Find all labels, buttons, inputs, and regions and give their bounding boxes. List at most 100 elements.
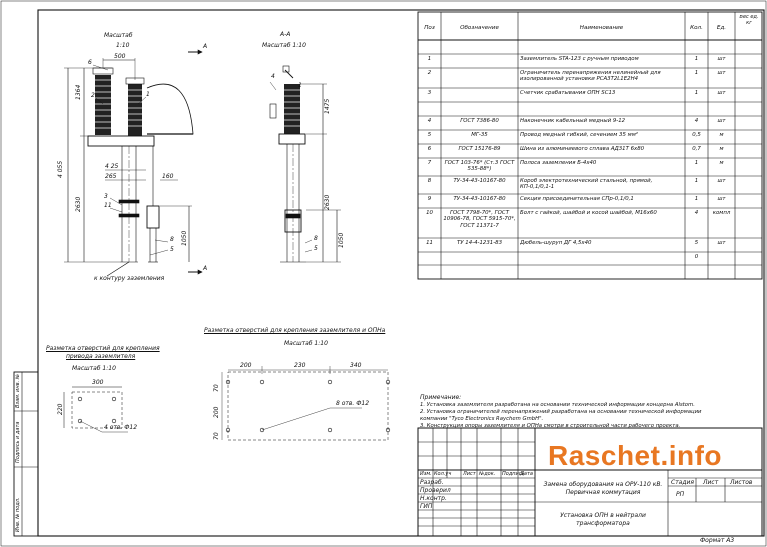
spec-header-name: Наименование [579,25,624,31]
spec-header-pos: Поз [424,25,435,31]
pos-11: 11 [104,202,112,209]
detail-left-height: 220 [57,403,64,415]
spec-cell-name: Болт с гайкой, шайбой и косой шайбой, М1… [520,210,657,216]
spec-header-code: Обозначение [460,25,499,31]
spec-cell-code: ГОСТ 103-76* (Ст.3 ГОСТ 535-88*) [444,160,515,173]
spec-cell-qty: 0 [694,254,699,260]
detail-right-h70b: 70 [213,432,220,440]
spec-cell-name: Наконечник кабельный медный 9-12 [520,118,626,124]
tb-col-ndoc: №док. [479,471,496,477]
dim-1364: 1364 [75,84,82,100]
spec-cell-code [443,70,516,87]
spec-header-qty: Кол. [690,25,703,31]
spec-cell-unit: шт [717,178,726,184]
tb-stage-label: Стадия [671,479,695,486]
detail-left-scale: Масштаб 1:10 [72,365,116,372]
section-scale: Масштаб 1:10 [262,42,306,49]
spec-cell-code [443,56,516,67]
side-stamp-frame [13,371,39,537]
spec-cell-code: ГОСТ 15176-89 [458,146,501,152]
pos-8-section: 8 [314,235,318,242]
dim-500: 500 [114,53,126,60]
dim-265: 265 [105,173,117,180]
spec-cell-unit [710,42,733,53]
tb-role-gip: ГИП [420,503,433,510]
spec-cell-name: Короб электротехнический стальной, прямо… [520,178,653,191]
spec-cell-name [520,104,683,115]
tb-col-izm: Изм. [420,471,432,477]
dim-4055: 4 055 [57,160,64,178]
spec-cell-pos: 5 [427,132,432,138]
tb-format: Формат А3 [700,537,735,544]
spec-cell-unit: м [719,160,724,166]
spec-cell-code: ГОСТ 7386-80 [460,118,499,124]
spec-cell-code: МГ-35 [471,132,488,138]
pos-8: 8 [170,236,174,243]
spec-cell-name: Счетчик срабатывания ОПН SC13 [520,90,616,96]
section-view [269,65,341,263]
spec-cell-code: ТУ-34-43-10167-80 [453,178,506,184]
detail-right-w230: 230 [294,362,306,369]
spec-cell-unit: шт [717,118,726,124]
spec-cell-unit: м [719,146,724,152]
spec-cell-qty: 1 [694,196,699,202]
detail-right-drawing [221,366,391,441]
pos-1-section: 1 [298,82,302,89]
spec-header-weight: Вес ед. кг [739,15,759,26]
spec-cell-name: Полоса заземления Б-4х40 [520,160,597,166]
tb-role-check: Проверил [420,487,451,494]
spec-cell-pos: 6 [427,146,432,152]
detail-left-title-2: привода заземлителя [66,353,136,360]
spec-cell-code [443,254,516,264]
spec-cell-pos: 11 [426,240,433,246]
spec-cell-code: ТУ-34-43-10167-80 [453,196,506,202]
spec-cell-unit: шт [717,56,726,62]
note-line-4: 3. Конструкция опоры заземлителя и ОПНа … [420,423,681,429]
spec-cell-pos [420,42,439,53]
tb-stage: РП [676,491,685,498]
spec-cell-name: Дюбель-шуруп ДГ 4,5х40 [520,240,592,246]
grounding-label: к контуру заземления [94,275,165,282]
detail-left-drawing [63,386,128,433]
spec-cell-pos: 2 [427,70,432,76]
detail-right-w340: 340 [350,362,362,369]
spec-cell-qty [687,104,706,115]
tb-col-sign: Подпись [502,471,525,477]
watermark-logo: Raschet.info [548,440,723,471]
spec-cell-pos: 9 [427,196,432,202]
spec-cell-code: ГОСТ 7798-70*, ГОСТ 10906-78, ГОСТ 5915-… [443,210,516,229]
section-label: А-А [280,31,291,38]
spec-cell-qty: 4 [694,118,699,124]
spec-cell-pos: 8 [427,178,432,184]
spec-cell-name: Секция присоединительная СПр-0,1/0,1 [520,196,634,202]
dim-1050: 1050 [181,230,188,246]
tb-sheet-label: Лист [703,479,719,486]
spec-cell-unit: шт [717,196,726,202]
tb-drawing-name: Установка ОПН в нейтрали трансформатора [560,512,646,527]
spec-cell-qty: 1 [694,56,699,62]
spec-header-unit: Ед. [716,25,727,31]
tb-col-date: Дата [520,471,533,477]
dim-2630-section: 2630 [324,194,331,210]
spec-cell-qty: 1 [694,178,699,184]
detail-left-holes: 4 отв. Ф12 [104,424,138,431]
spec-cell-name: Ограничитель перенапряжения нелинейный д… [520,70,661,83]
spec-cell-qty: 5 [694,240,699,246]
spec-cell-unit: м [719,132,724,138]
spec-cell-pos: 10 [426,210,433,216]
spec-cell-unit [710,254,733,264]
spec-cell-pos [420,104,439,115]
pos-3: 3 [104,193,108,200]
spec-cell-code [443,90,516,101]
section-mark-bottom: А [203,265,208,272]
front-view-title: Масштаб [104,32,133,39]
tb-col-kolch: Кол.уч [434,471,452,477]
spec-cell-qty: 1 [694,70,699,76]
pos-1: 1 [146,91,150,98]
detail-left-width: 300 [92,379,104,386]
spec-cell-pos: 3 [427,90,432,96]
tb-sheets-label: Листов [730,479,753,486]
